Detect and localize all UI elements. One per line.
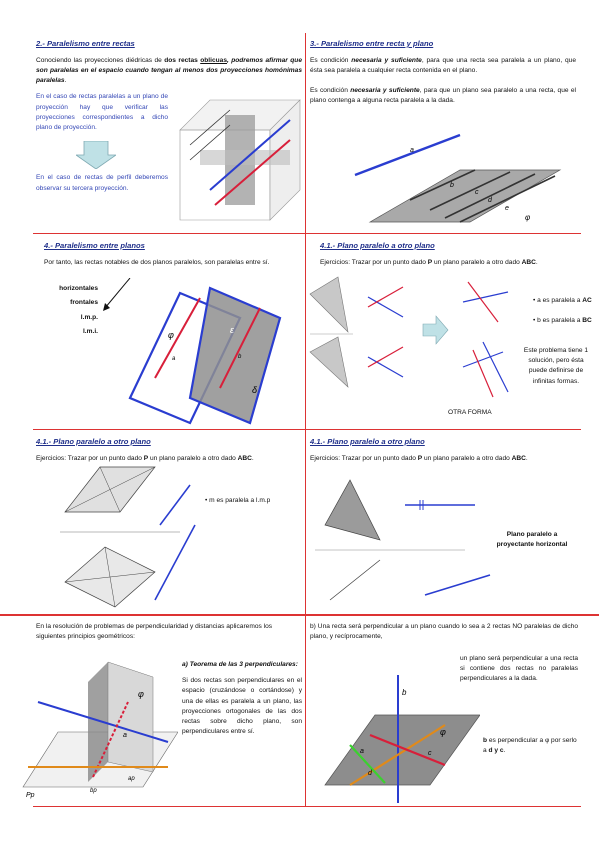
svg-text:c: c [428, 750, 432, 757]
paragraph: Ejercicios: Trazar por un punto dado P u… [320, 258, 538, 266]
svg-text:a: a [172, 356, 176, 362]
figure-line-plane: a b c d e φ [350, 130, 570, 230]
paragraph: En la resolución de problemas de perpend… [36, 623, 273, 641]
svg-text:b: b [450, 182, 454, 189]
svg-text:ε: ε [230, 325, 235, 335]
figure-exercise-3 [315, 470, 495, 610]
figure-line-perpendicular-plane: b φ a c d [310, 675, 481, 805]
section-parallel-planes: 4.- Paralelismo entre planos Por tanto, … [44, 240, 302, 340]
svg-text:a: a [123, 732, 127, 739]
note-solution: Este problema tiene 1 solución, pero ést… [523, 347, 589, 385]
paragraph-continued: un plano será perpendicular a una recta … [460, 655, 578, 683]
section-line-plane-perpendicular: b) Una recta será perpendicular a un pla… [310, 622, 578, 642]
section-perpendicular-intro: En la resolución de problemas de perpend… [36, 622, 302, 642]
notable-lines-list: horizontales frontales l.m.p. l.m.i. [44, 282, 98, 340]
theorem-body: Si dos rectas son perpendiculares en el … [182, 677, 302, 736]
other-form-label: OTRA FORMA [448, 409, 492, 416]
notes: • a es paralela a AC • b es paralela a B… [533, 296, 593, 326]
svg-text:Pp: Pp [26, 792, 35, 799]
divider-v3 [305, 429, 306, 614]
svg-text:a: a [360, 748, 364, 755]
figure-exercise-2-lines [150, 480, 200, 610]
paragraph: Es condición necesaria y suficiente, par… [310, 87, 576, 105]
section-title: 4.1.- Plano paralelo a otro plano [310, 437, 425, 446]
svg-text:b: b [238, 354, 242, 360]
figure-parallel-planes: φ ε a b δ [100, 277, 302, 428]
divider-v1 [305, 33, 306, 233]
svg-text:e: e [505, 205, 509, 212]
divider-h1 [33, 233, 581, 234]
section-title: 4.1.- Plano paralelo a otro plano [36, 437, 151, 446]
arrow-down-icon [74, 140, 118, 170]
figure-exercise-2 [60, 462, 200, 612]
section-title: 4.1.- Plano paralelo a otro plano [320, 241, 435, 250]
paragraph: Conociendo las proyecciones diédricas de… [36, 56, 302, 85]
paragraph: Es condición necesaria y suficiente, par… [310, 56, 576, 74]
section-plane-parallel-1: 4.1.- Plano paralelo a otro plano Ejerci… [320, 240, 582, 268]
divider-v2 [305, 233, 306, 429]
section-title: 3.- Paralelismo entre recta y plano [310, 39, 434, 48]
figure-exercise-1 [308, 272, 528, 412]
paragraph: Ejercicios: Trazar por un punto dado P u… [310, 454, 528, 462]
svg-text:φ: φ [168, 330, 174, 340]
list-item: frontales [70, 299, 98, 307]
note: • b es paralela a BC [533, 317, 592, 325]
paragraph-blue: En el caso de rectas paralelas a un plan… [36, 93, 168, 132]
section-title: 2.- Paralelismo entre rectas [36, 39, 135, 48]
section-parallel-lines: 2.- Paralelismo entre rectas Conociendo … [36, 38, 302, 194]
note: b es perpendicular a φ por serlo a d y c… [483, 737, 577, 755]
figure-parallel-lines-3d [170, 90, 304, 230]
theorem: a) Teorema de las 3 perpendiculares: Si … [182, 660, 302, 738]
paragraph-blue: En el caso de rectas de perfil deberemos… [36, 174, 168, 192]
list-item: horizontales [59, 284, 98, 292]
svg-text:d: d [368, 770, 373, 777]
svg-text:δ: δ [252, 385, 258, 395]
section-title: 4.- Paralelismo entre planos [44, 241, 145, 250]
label: a [410, 147, 414, 154]
svg-text:φ: φ [138, 689, 144, 699]
divider-h2 [33, 429, 581, 430]
note: Plano paralelo a proyectante horizontal [496, 531, 568, 549]
svg-text:b: b [402, 688, 407, 697]
section-plane-parallel-3: 4.1.- Plano paralelo a otro plano Ejerci… [310, 436, 580, 464]
figure-three-perpendiculars: φ a bp ap Pp [18, 652, 179, 802]
note: • m es paralela a l.m.p [205, 497, 271, 504]
theorem-title: a) Teorema de las 3 perpendiculares: [182, 661, 298, 668]
svg-text:bp: bp [90, 788, 97, 794]
section-plane-parallel-2: 4.1.- Plano paralelo a otro plano Ejerci… [36, 436, 302, 464]
divider-v4 [305, 616, 306, 806]
paragraph: Ejercicios: Trazar por un punto dado P u… [36, 454, 254, 462]
paragraph: Por tanto, las rectas notables de dos pl… [44, 258, 270, 266]
list-item: l.m.i. [82, 328, 98, 336]
svg-text:ap: ap [128, 776, 135, 782]
divider-h3 [0, 614, 599, 616]
divider-h4 [33, 806, 581, 807]
list-item: l.m.p. [80, 313, 98, 321]
svg-text:φ: φ [440, 727, 446, 737]
svg-text:d: d [488, 197, 493, 204]
note: • a es paralela a AC [533, 297, 592, 304]
svg-text:φ: φ [525, 213, 530, 222]
svg-text:c: c [475, 189, 479, 196]
paragraph: b) Una recta será perpendicular a un pla… [310, 623, 578, 641]
section-line-plane: 3.- Paralelismo entre recta y plano Es c… [310, 38, 576, 107]
